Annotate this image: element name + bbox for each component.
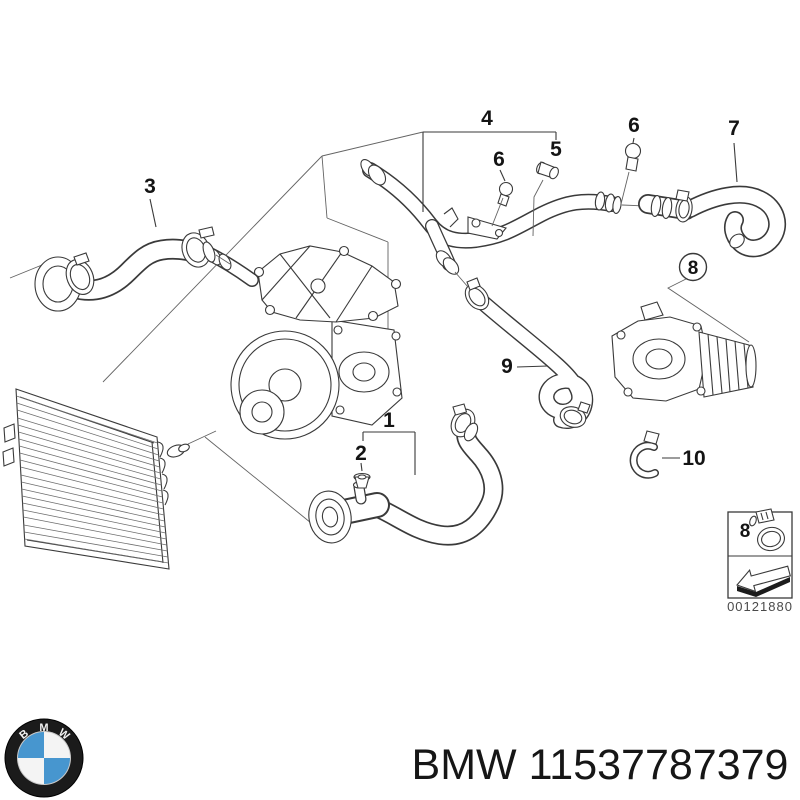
callout-labels: 3 4 5 6 6 7 8 9 10 1 2 [144, 107, 740, 470]
hose-4-spring-clip [443, 207, 459, 228]
callout-6-left: 6 [493, 148, 505, 171]
callout-1-bracket [362, 431, 416, 475]
callout-5: 5 [550, 138, 562, 161]
clamp-10-drawing [629, 430, 680, 479]
callout-4-bracket [422, 131, 557, 212]
bolt-6-left [498, 181, 514, 197]
bmw-logo-letter-m: M [39, 722, 48, 734]
hose-3-drawing [34, 198, 216, 312]
callout-1: 1 [383, 409, 395, 432]
bolt-6-right [624, 142, 642, 160]
bmw-logo: B M W [4, 718, 84, 798]
water-pump-drawing [207, 245, 403, 440]
bmw-quadrant-top-right [44, 732, 70, 758]
thermostat-housing-drawing [611, 301, 757, 402]
callout-2: 2 [355, 442, 367, 465]
legend-ref-label: 8 [740, 521, 751, 542]
callout-4: 4 [481, 107, 493, 130]
hose-1-drawing [308, 403, 494, 546]
bmw-quadrant-bottom-left [18, 758, 44, 784]
hose-7-drawing [648, 142, 777, 251]
hose-4-drawing [360, 131, 647, 275]
legend-box: 8 [727, 508, 793, 599]
direction-arrow-icon [736, 565, 791, 597]
callout-8-circle [667, 252, 750, 343]
hose-clamp-icon [749, 508, 785, 552]
part-number-text: BMW 11537787379 [412, 741, 789, 789]
image-number-caption: 00121880 [727, 599, 793, 614]
callout-9: 9 [501, 355, 513, 378]
radiator-core-fins [16, 395, 169, 564]
callout-3: 3 [144, 175, 156, 198]
footer: B M W BMW 11537787379 [4, 718, 789, 798]
radiator-drawing [2, 388, 190, 570]
callout-7: 7 [728, 117, 740, 140]
bmw-quadrant-top-left [18, 732, 44, 758]
bmw-quadrant-bottom-right [44, 758, 70, 784]
plug-2-drawing [353, 462, 371, 489]
callout-8: 8 [688, 258, 699, 279]
hose-9-drawing [454, 271, 590, 431]
callout-10: 10 [682, 447, 705, 470]
callout-6-right: 6 [628, 114, 640, 137]
